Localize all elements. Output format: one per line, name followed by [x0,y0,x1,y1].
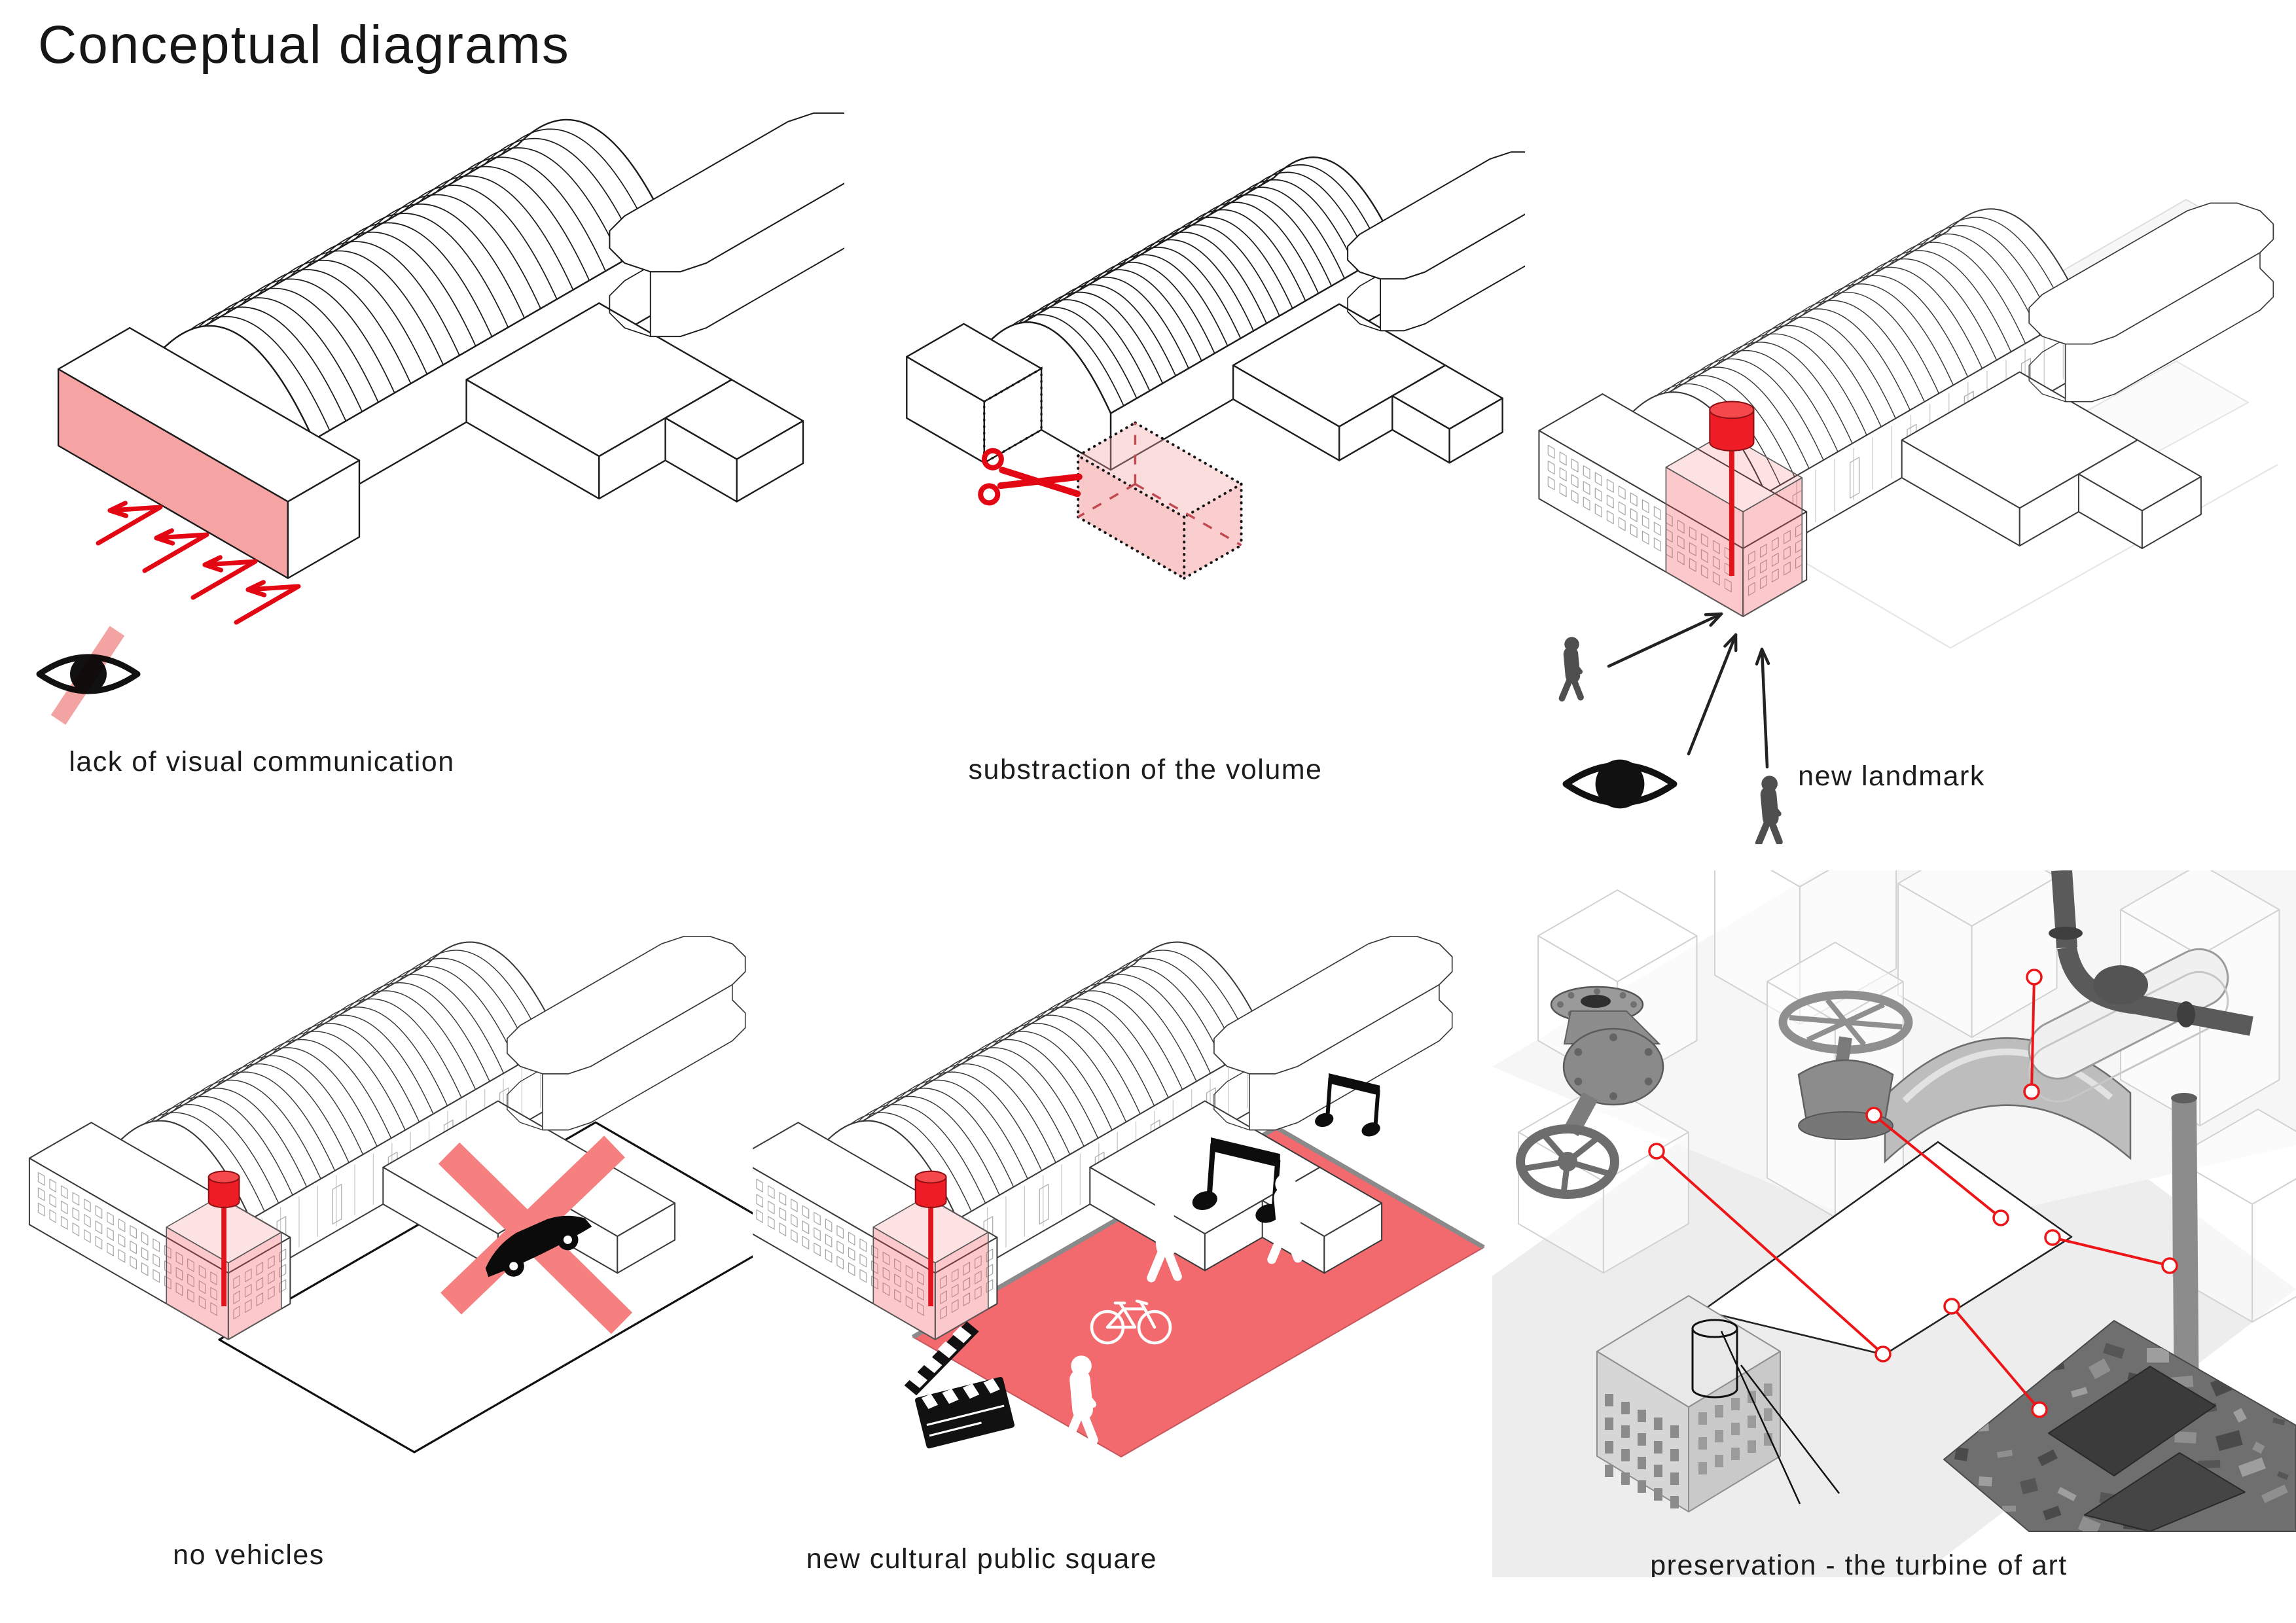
diagram-preservation-the-turbine-of-art [1492,870,2296,1577]
ruined-turbine-hall-photo [1943,1320,2296,1532]
view-bounce-arrow-icon [96,501,163,546]
car-icon [485,1215,592,1277]
diagram-new-cultural-public-square [753,935,1485,1457]
panel-preservation-the-turbine-of-art: preservation - the turbine of art [1492,870,2296,1577]
diagram-no-vehicles [28,935,753,1454]
panel-substraction-of-the-volume: substraction of the volume [851,59,1525,812]
flanged-valve-photo [1516,986,1664,1199]
panel-new-landmark: new landmark [1532,59,2296,844]
bicycle-icon [1090,1299,1172,1345]
landmark-pin-icon [207,1170,240,1306]
view-arrows [96,501,301,625]
eye-icon [1562,759,1677,809]
vault-ribs [824,941,1268,1220]
head-windows [756,1179,994,1320]
caption-new-landmark: new landmark [1798,760,1985,792]
preserved-plaza-plane [1701,1141,2073,1356]
scissors-icon [978,448,1083,506]
landmark-pin-icon [914,1170,947,1306]
warehouse-building [1538,202,2274,617]
warehouse-building [906,151,1525,471]
pump-pipe-photo [2049,870,2253,1036]
page-title: Conceptual diagrams [38,15,570,75]
caption-substraction-of-the-volume: substraction of the volume [968,754,1323,785]
capsule-roof-volume [1347,151,1525,332]
caption-lack-of-visual-communication: lack of visual communication [69,746,455,777]
caption-preservation-the-turbine-of-art: preservation - the turbine of art [1650,1550,2068,1577]
pedestrian-icon [1147,1192,1182,1283]
caption-no-vehicles: no vehicles [173,1539,325,1571]
sight-arrows [1607,612,1770,769]
landmark-red-volume [166,1196,282,1340]
film-clapperboard-icon [904,1321,1015,1449]
diagram-substraction-of-the-volume [906,151,1525,580]
red-leader-lines [1648,969,2178,1418]
capsule-roof-volume [507,935,746,1131]
capsule-roof-volume [2028,202,2274,402]
handwheel-valve-photo [1778,990,1913,1140]
factory-building-model [1596,1295,1781,1512]
panel-lack-of-visual-communication: lack of visual communication [26,59,844,812]
music-notes-icon [1315,1073,1380,1137]
panel-new-cultural-public-square: new cultural public square [753,877,1492,1603]
pedestrian-icon [1063,1355,1098,1446]
head-windows [37,1172,287,1320]
vault-ribs [117,941,561,1220]
blocked-eye-icon [36,626,141,725]
vault-ribs [988,156,1397,414]
pin-location-wireframe [1691,1319,1840,1505]
landmark-pin-icon [1709,401,1755,576]
capsule-roof-volume [609,112,844,338]
warehouse-building [57,112,844,579]
vault-ribs [1629,208,2084,494]
dashed-cut-cube [1077,421,1243,580]
view-bounce-arrow-icon [190,555,258,600]
vault-ribs [160,118,672,440]
view-bounce-arrow-icon [142,528,209,573]
view-bounce-arrow-icon [234,580,301,625]
capsule-roof-volume [1213,935,1453,1131]
diagram-lack-of-visual-communication [36,112,844,725]
pedestrian-icon [1558,637,1584,702]
panel-no-vehicles: no vehicles [26,877,753,1603]
pedestrian-icon [1267,1173,1302,1264]
diagram-new-landmark [1538,199,2278,844]
warehouse-building [753,935,1453,1340]
caption-new-cultural-public-square: new cultural public square [806,1543,1158,1575]
pedestrian-icon [1755,776,1783,844]
